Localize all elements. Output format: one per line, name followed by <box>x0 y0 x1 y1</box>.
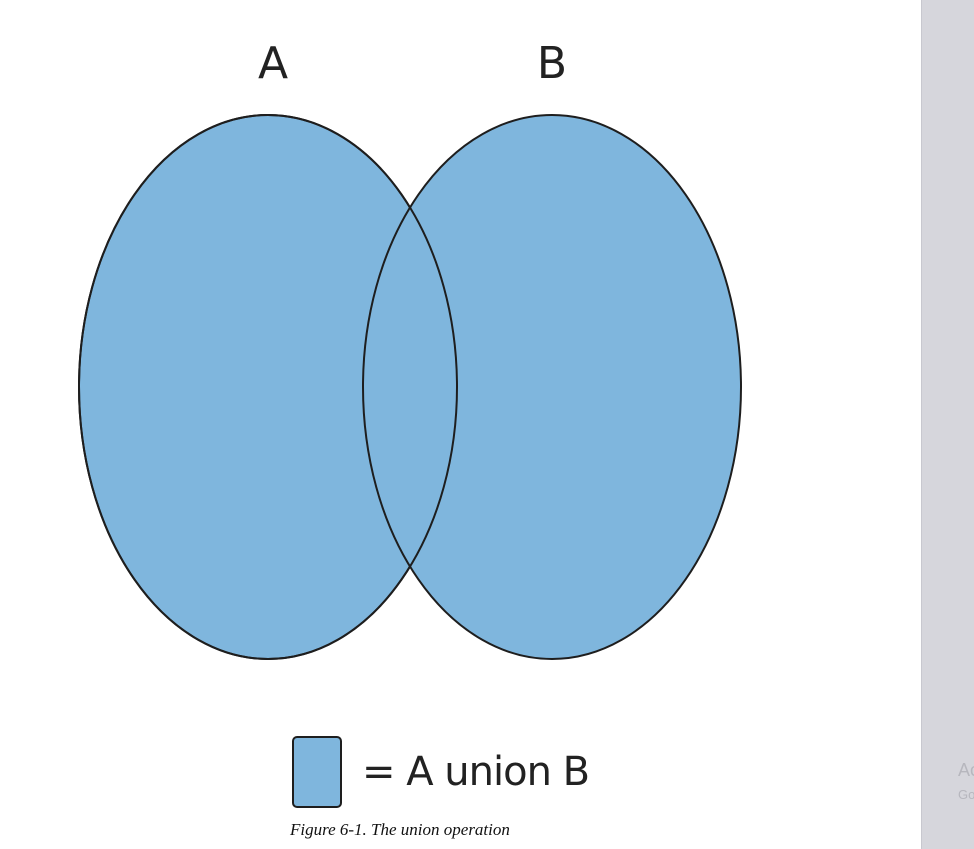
set-a-outline <box>78 114 458 660</box>
side-panel-text: Ac <box>958 760 974 780</box>
set-b-circle <box>362 114 742 660</box>
legend-label: = A union B <box>362 749 589 795</box>
venn-diagram: A B = A union B <box>78 38 742 808</box>
document-area: A B = A union B Figure 6-1. The union op… <box>78 38 742 839</box>
set-a-label: A <box>258 38 288 89</box>
legend-swatch <box>292 736 342 808</box>
figure-caption: Figure 6-1. The union operation <box>290 820 510 839</box>
side-panel-subtext: Go <box>958 787 974 802</box>
set-b-label: B <box>537 38 567 89</box>
side-panel: Ac Go <box>921 0 974 849</box>
